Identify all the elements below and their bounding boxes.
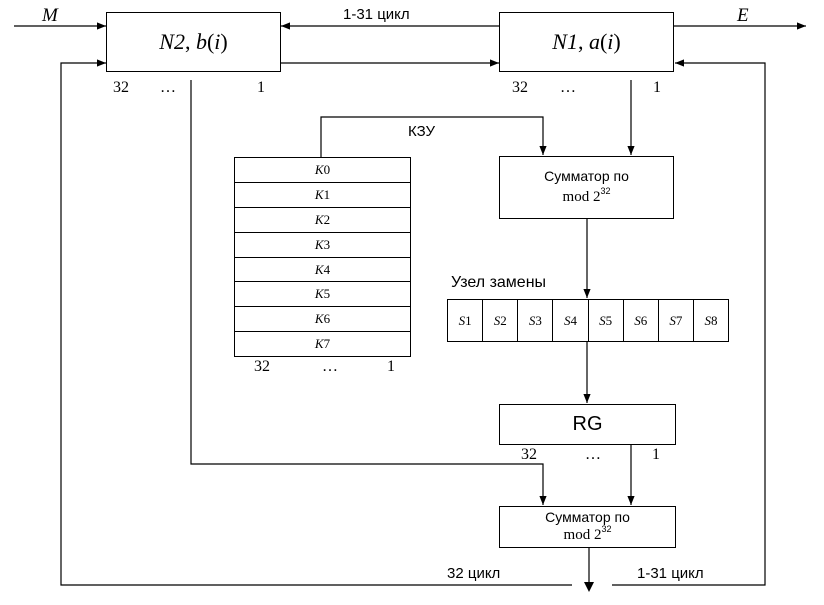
sbox-cell: S1 — [446, 299, 484, 342]
key-row: K3 — [234, 231, 411, 258]
rg-bit-right: 1 — [652, 446, 660, 463]
adder2-line2: mod 232 — [563, 524, 612, 544]
kzu-label: КЗУ — [408, 123, 435, 140]
adder-mod32-bottom: Сумматор по mod 232 — [499, 506, 676, 548]
rg-bit-dots: … — [585, 446, 601, 463]
sbox-cell: S4 — [552, 299, 589, 342]
kzu-key-table: K0 K1 K2 K3 K4 K5 K6 K7 — [234, 157, 411, 358]
sbox-cell: S2 — [482, 299, 519, 342]
key-row: K4 — [234, 256, 411, 283]
key-row: K5 — [234, 281, 411, 308]
sbox-cell: S3 — [517, 299, 554, 342]
input-label: M — [42, 5, 58, 26]
n2-bit-left: 32 — [113, 79, 129, 96]
top-cycle-label: 1-31 цикл — [343, 6, 410, 23]
kzu-to-adder-line — [320, 116, 547, 157]
n1-bit-dots: … — [560, 79, 576, 96]
adder2-output-arrowhead — [584, 582, 594, 592]
sbox-cell: S7 — [657, 299, 694, 342]
rg-register: RG — [499, 404, 676, 445]
sbox-label: Узел замены — [451, 274, 547, 291]
sbox-cell: S8 — [692, 299, 730, 342]
kzu-bit-left: 32 — [254, 358, 270, 375]
sbox-cell: S6 — [622, 299, 659, 342]
key-row: K1 — [234, 181, 411, 208]
register-n1-title: N1, a(i) — [552, 29, 621, 54]
n2-bit-dots: … — [160, 79, 176, 96]
bottom-left-cycle: 32 цикл — [447, 565, 501, 582]
n1-bit-left: 32 — [512, 79, 528, 96]
n1-bit-right: 1 — [653, 79, 661, 96]
n2-to-adder2-line — [190, 80, 547, 505]
register-n2: N2, b(i) — [106, 12, 281, 72]
register-n2-title: N2, b(i) — [159, 29, 228, 54]
right-feedback-line — [612, 59, 766, 586]
key-row: K7 — [234, 331, 411, 358]
sbox-cell: S5 — [587, 299, 624, 342]
kzu-bit-right: 1 — [387, 358, 395, 375]
adder1-line1: Сумматор по — [544, 168, 629, 185]
key-row: K2 — [234, 206, 411, 233]
bottom-right-cycle: 1-31 цикл — [637, 565, 704, 582]
rg-label: RG — [572, 413, 603, 435]
adder1-line2: mod 232 — [562, 185, 611, 205]
adder-mod32-top: Сумматор по mod 232 — [499, 156, 674, 219]
n2-bit-right: 1 — [257, 79, 265, 96]
kzu-bit-dots: … — [322, 358, 338, 375]
rg-bit-left: 32 — [521, 446, 537, 463]
key-row: K0 — [234, 157, 411, 183]
register-n1: N1, a(i) — [499, 12, 674, 72]
key-row: K6 — [234, 306, 411, 333]
left-feedback-line — [60, 59, 572, 586]
output-label: E — [737, 5, 749, 26]
substitution-box-table: S1 S2 S3 S4 S5 S6 S7 S8 — [446, 299, 730, 342]
adder2-line1: Сумматор по — [545, 509, 630, 526]
